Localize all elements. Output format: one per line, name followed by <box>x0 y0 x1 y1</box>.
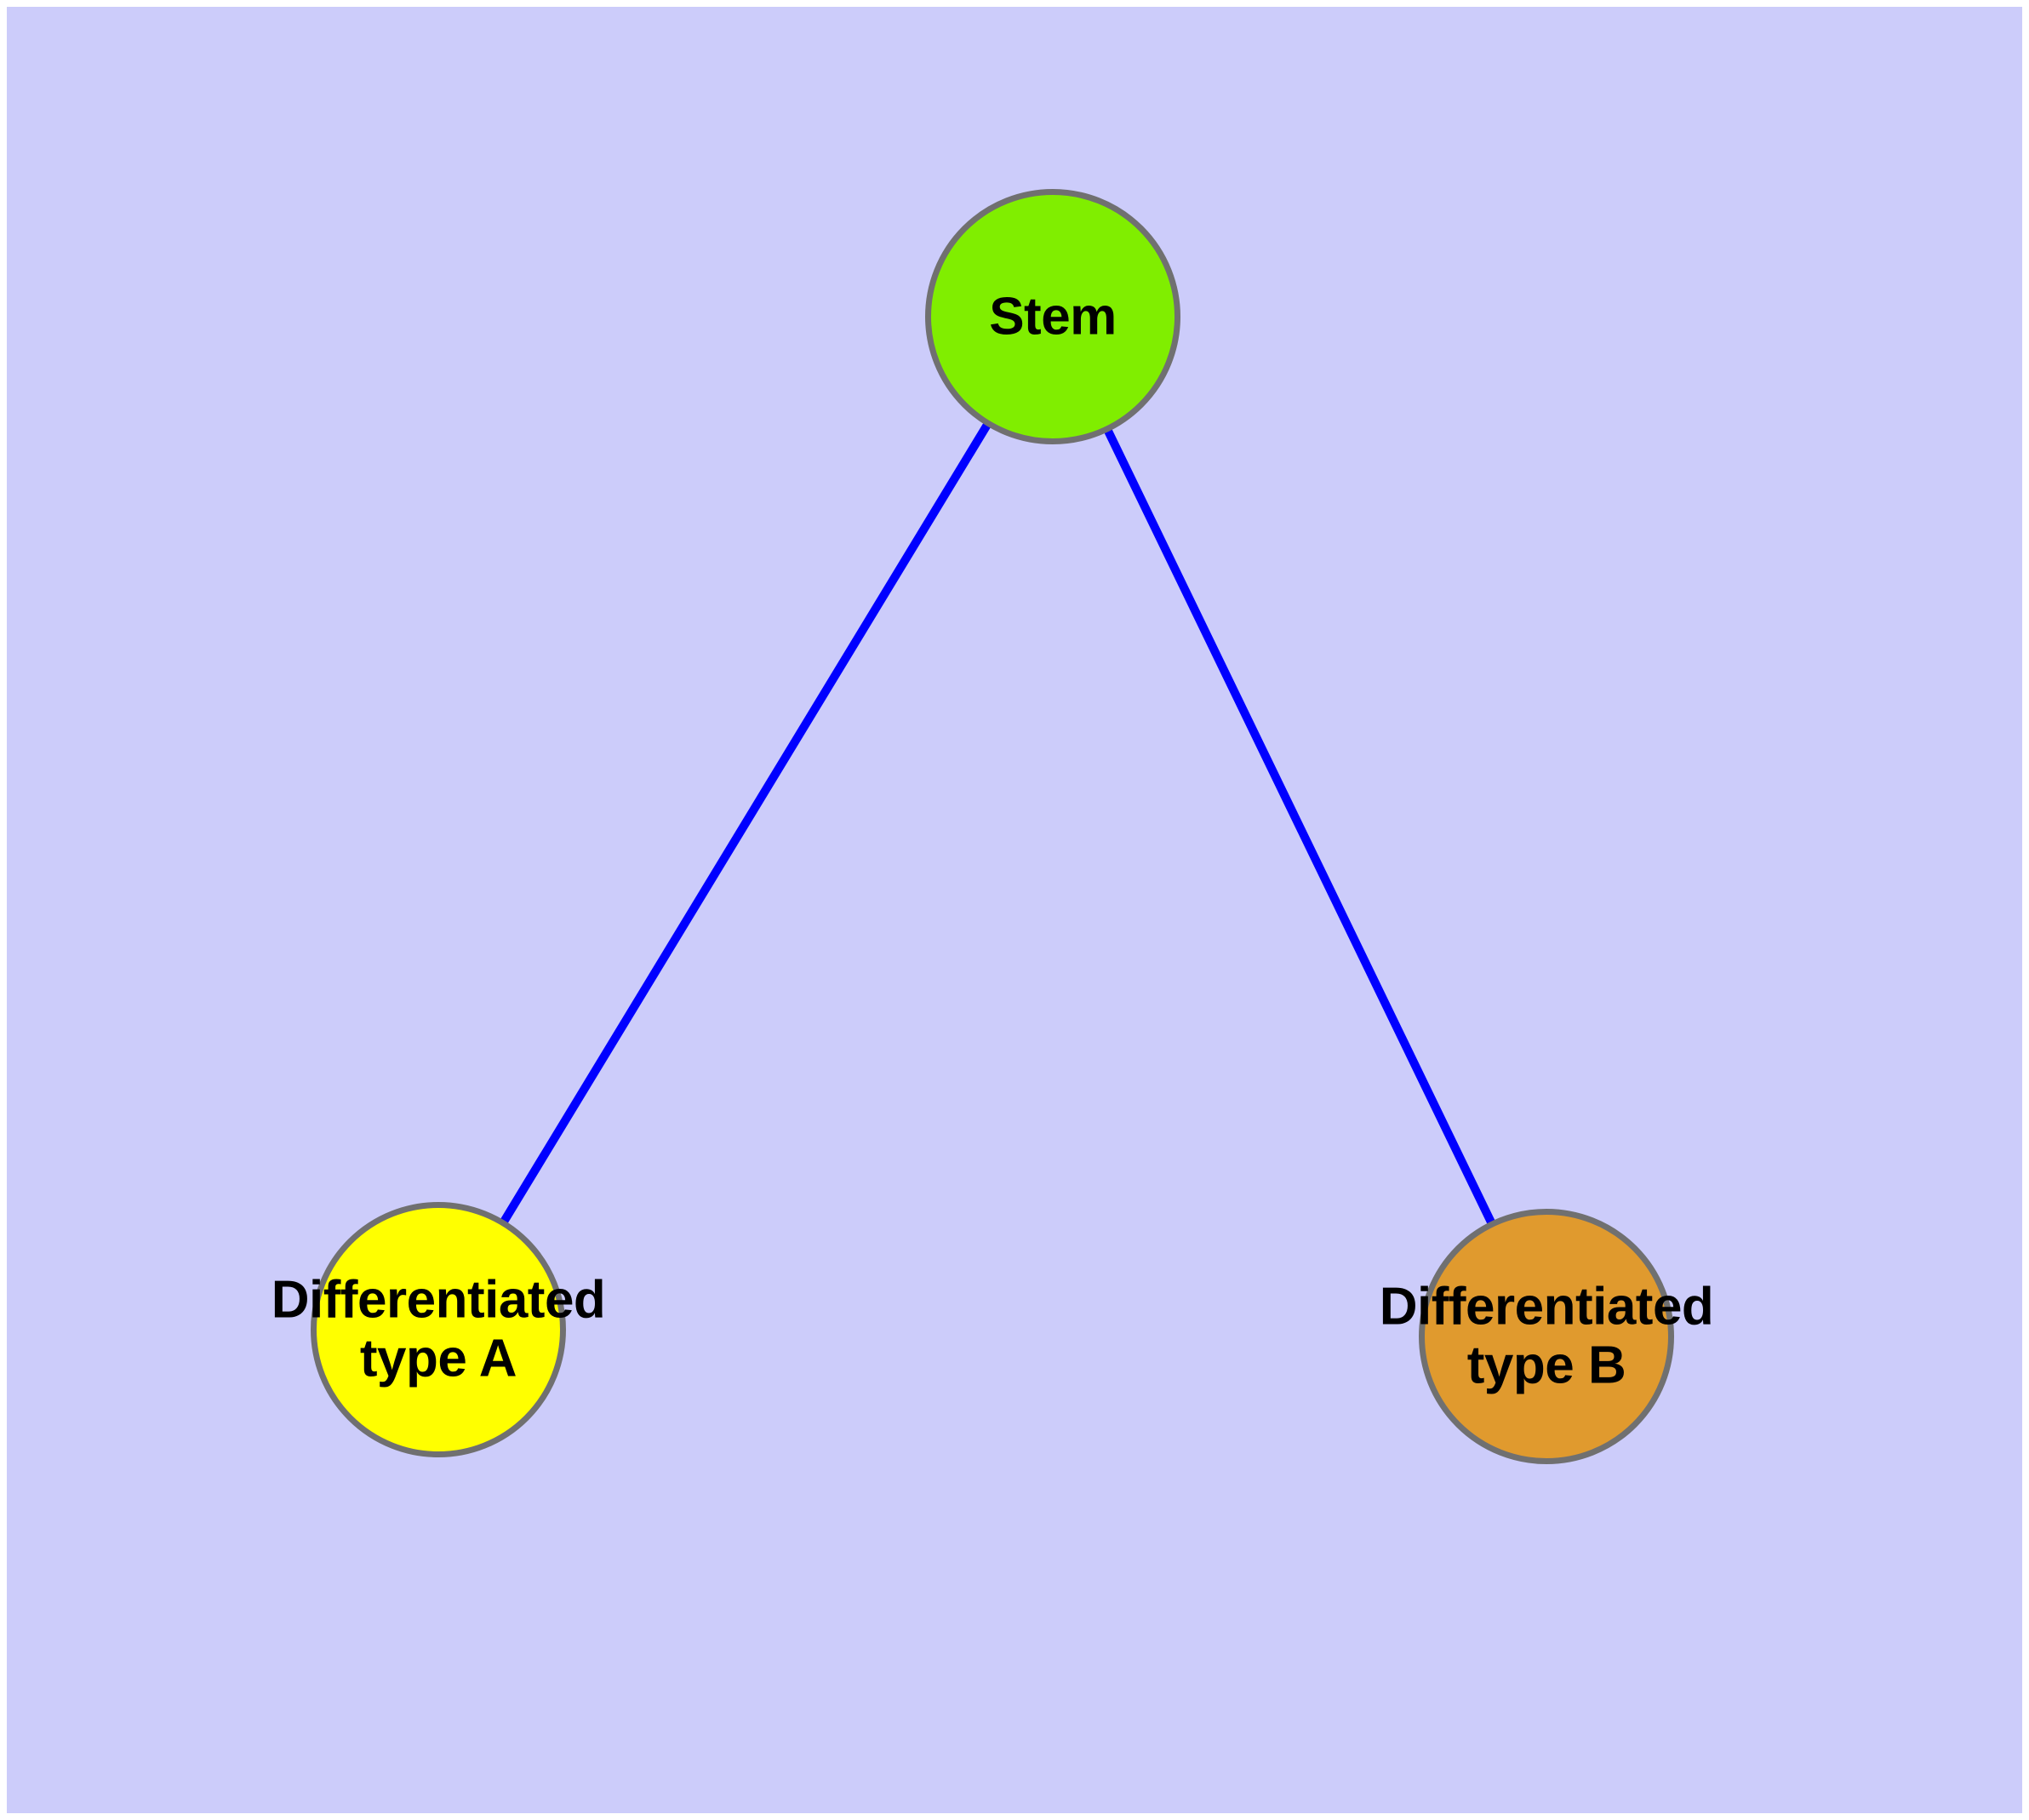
graph-svg <box>311 189 1674 1464</box>
graph-node-diff-b[interactable] <box>1419 1209 1674 1464</box>
graph-node-diff-a[interactable] <box>311 1202 566 1457</box>
node-layer <box>311 189 1674 1464</box>
graph-node-stem[interactable] <box>925 189 1180 444</box>
graph-edge-stem-to-diff-a[interactable] <box>499 421 992 1226</box>
graph-edge-stem-to-diff-b[interactable] <box>1103 426 1496 1227</box>
edge-layer <box>499 421 1496 1227</box>
